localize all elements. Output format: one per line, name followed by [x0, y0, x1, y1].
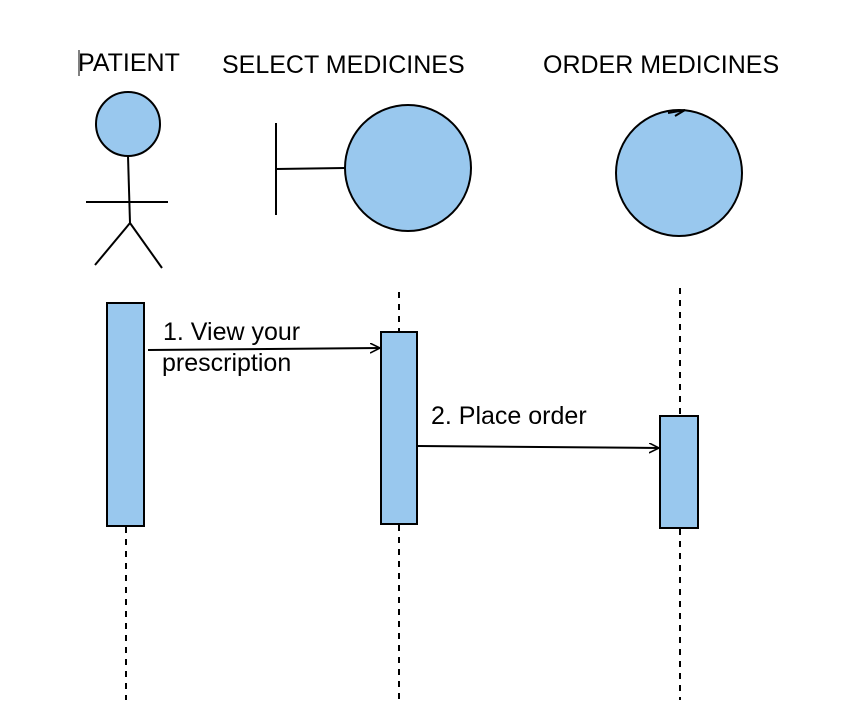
message-arrow-1: [147, 348, 380, 350]
activation-bar-patient: [106, 302, 145, 527]
participant-label-order-medicines: ORDER MEDICINES: [543, 51, 779, 79]
message-arrow-2: [417, 446, 659, 448]
participant-label-select-medicines: SELECT MEDICINES: [222, 51, 465, 79]
boundary-connector: [275, 167, 346, 170]
message-label-1-line1: 1. View your: [163, 318, 300, 346]
message-label-2: 2. Place order: [431, 402, 587, 430]
actor-right-leg: [129, 222, 163, 269]
boundary-circle: [344, 104, 472, 232]
control-arrow: [667, 109, 686, 117]
control-icon: [615, 109, 743, 237]
actor-body: [127, 155, 131, 224]
actor-head: [95, 91, 161, 157]
message-label-1-line2: prescription: [162, 349, 291, 377]
control-circle: [615, 109, 743, 237]
participant-label-patient: PATIENT: [78, 49, 180, 77]
activation-bar-select-medicines: [380, 331, 418, 525]
boundary-icon: [275, 104, 472, 232]
activation-bar-order-medicines: [659, 415, 699, 529]
actor-left-leg: [94, 222, 131, 266]
actor-icon: [86, 91, 168, 269]
